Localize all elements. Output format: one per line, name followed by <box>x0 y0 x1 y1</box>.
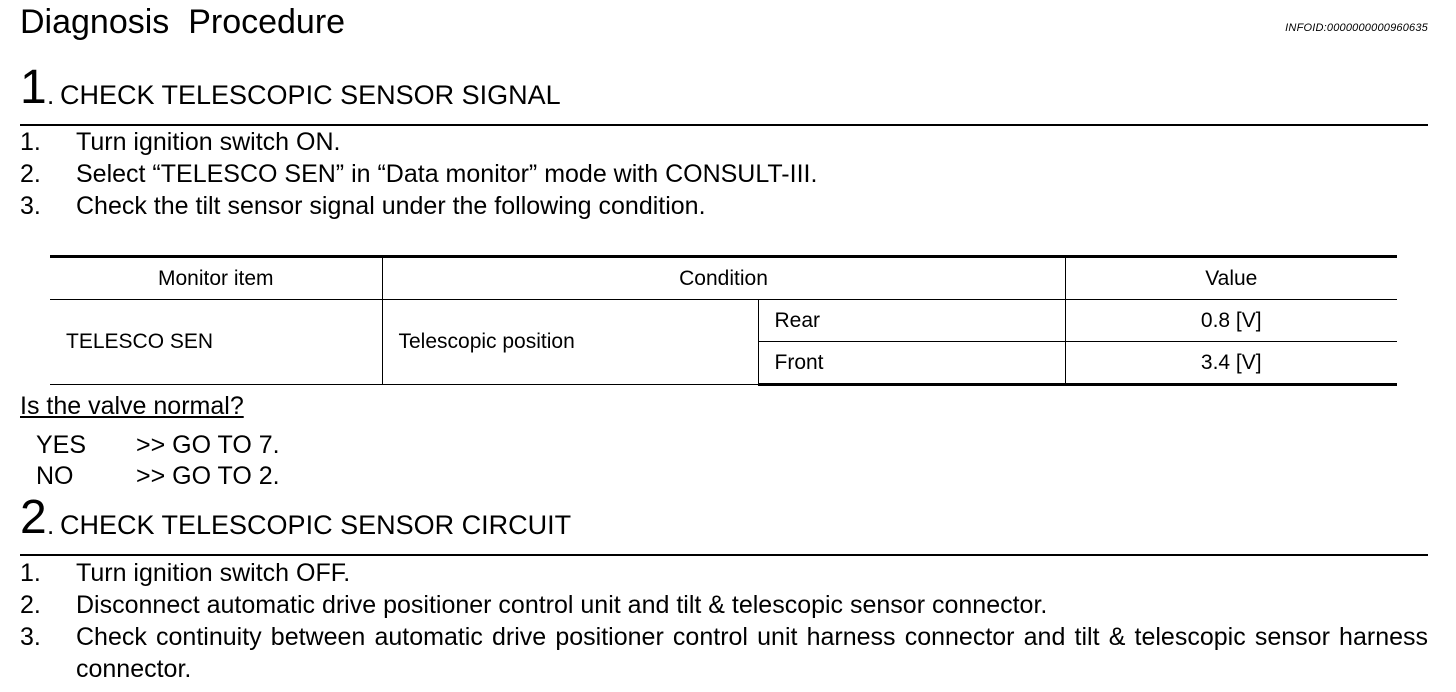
item-text: Check the tilt sensor signal under the f… <box>76 192 706 220</box>
step-2-number: 2 <box>20 491 47 544</box>
value-cell: 0.8 [V] <box>1064 299 1398 342</box>
step-2-dot: . <box>47 510 55 540</box>
table-row: Front 3.4 [V] <box>50 341 1398 386</box>
step-1-instructions: 1. Turn ignition switch ON. 2. Select “T… <box>20 126 1428 222</box>
item-text: Disconnect automatic drive positioner co… <box>76 591 1048 619</box>
table-row: TELESCO SEN Telescopic position Rear 0.8… <box>50 299 1398 385</box>
item-number: 2. <box>20 591 41 619</box>
step-2-title: CHECK TELESCOPIC SENSOR CIRCUIT <box>60 510 572 540</box>
item-number: 3. <box>20 623 41 651</box>
monitor-item-cell: TELESCO SEN <box>50 299 383 385</box>
list-item: 1. Turn ignition switch ON. <box>20 126 1428 158</box>
sub-condition-cell: Rear <box>757 299 1066 342</box>
item-number: 1. <box>20 128 41 156</box>
condition-cell: Telescopic position <box>381 299 759 385</box>
list-item: 3. Check the tilt sensor signal under th… <box>20 190 1428 222</box>
value-cell: 3.4 [V] <box>1064 341 1398 386</box>
item-text: Check continuity between automatic drive… <box>76 623 1428 683</box>
item-text: Turn ignition switch OFF. <box>76 559 351 587</box>
page-title: Diagnosis Procedure <box>20 3 346 41</box>
info-id: INFOID:0000000000960635 <box>1285 22 1428 34</box>
answer-label: NO <box>36 462 74 490</box>
step-2-instructions: 1. Turn ignition switch OFF. 2. Disconne… <box>20 557 1428 685</box>
header-condition: Condition <box>381 255 1066 300</box>
list-item: 2. Select “TELESCO SEN” in “Data monitor… <box>20 158 1428 190</box>
step-1-number: 1 <box>20 61 47 114</box>
step-1-dot: . <box>47 80 55 110</box>
step-1-title: CHECK TELESCOPIC SENSOR SIGNAL <box>60 80 561 110</box>
step-2-heading: 2 . CHECK TELESCOPIC SENSOR CIRCUIT <box>20 494 1428 556</box>
item-number: 1. <box>20 559 41 587</box>
condition-table: Monitor item Condition Value TELESCO SEN… <box>50 255 1398 386</box>
header-monitor-item: Monitor item <box>50 255 383 300</box>
question: Is the valve normal? <box>20 392 244 420</box>
table-header-row: Monitor item Condition Value <box>50 255 1398 300</box>
step-1-heading: 1 . CHECK TELESCOPIC SENSOR SIGNAL <box>20 64 1428 126</box>
answer-action: >> GO TO 7. <box>136 431 280 459</box>
header-value: Value <box>1064 255 1398 300</box>
answer-action: >> GO TO 2. <box>136 462 280 490</box>
sub-condition-cell: Front <box>758 341 1066 386</box>
item-text: Turn ignition switch ON. <box>76 128 341 156</box>
item-number: 3. <box>20 192 41 220</box>
item-text: Select “TELESCO SEN” in “Data monitor” m… <box>76 160 818 188</box>
list-item: 2. Disconnect automatic drive positioner… <box>20 589 1428 621</box>
answer-label: YES <box>36 431 87 459</box>
item-number: 2. <box>20 160 41 188</box>
list-item: 3. Check continuity between automatic dr… <box>20 621 1428 685</box>
list-item: 1. Turn ignition switch OFF. <box>20 557 1428 589</box>
